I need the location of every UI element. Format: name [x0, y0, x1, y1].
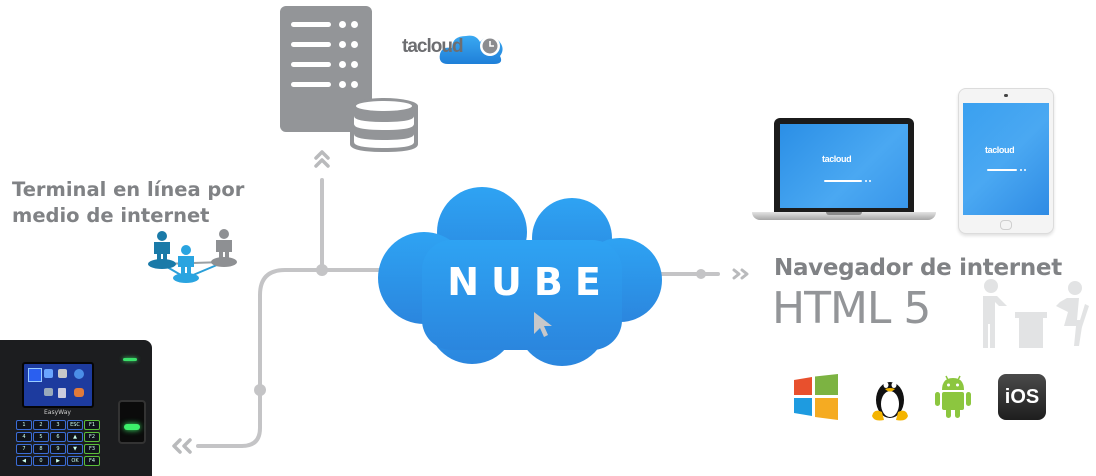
keypad-key: 4 — [16, 432, 32, 442]
chevron-up-icon — [314, 150, 330, 160]
people-network-icon — [148, 229, 237, 283]
keypad-key: 0 — [33, 456, 49, 466]
keypad-key: 6 — [50, 432, 66, 442]
chevron-left-icon — [172, 438, 182, 454]
terminal-brand: EasyWay — [44, 409, 71, 416]
logo-text: tacloud — [402, 36, 464, 57]
keypad-key: 5 — [33, 432, 49, 442]
loading-dot — [1020, 169, 1022, 171]
terminal-screen — [22, 362, 94, 408]
keypad-key: 7 — [16, 444, 32, 454]
connector-terminal — [196, 268, 402, 448]
keypad-key: F3 — [84, 444, 100, 454]
ios-icon: iOS — [998, 374, 1046, 420]
loading-dot — [1024, 169, 1026, 171]
chevron-right-icon — [732, 268, 741, 280]
cloud-label: NUBE — [447, 260, 613, 304]
tablet-screen-logo: tacloud — [985, 145, 1015, 155]
keypad-key: ▲ — [67, 432, 83, 442]
keypad-key: ▶ — [50, 456, 66, 466]
status-led — [123, 358, 137, 361]
keypad-key: 9 — [50, 444, 66, 454]
keypad-key: ▼ — [67, 444, 83, 454]
terminal-title: Terminal en línea por medio de internet — [12, 177, 262, 229]
windows-icon — [794, 374, 838, 420]
cloud-node: NUBE — [372, 180, 672, 380]
laptop-screen: tacloud — [780, 124, 908, 208]
junction-dot — [316, 264, 328, 276]
terminal-title-line2: medio de internet — [12, 204, 210, 227]
junction-dot — [254, 384, 266, 396]
android-icon — [935, 375, 971, 418]
tablet-device: tacloud — [958, 88, 1054, 234]
loading-bar — [824, 180, 862, 182]
laptop-screen-logo: tacloud — [822, 154, 852, 164]
keypad-key: OK — [67, 456, 83, 466]
loading-dot — [865, 180, 867, 182]
linux-tux-icon — [872, 382, 908, 421]
keypad-key: ESC — [67, 420, 83, 430]
html5-label: HTML 5 — [772, 283, 931, 334]
keypad-key: F2 — [84, 432, 100, 442]
browser-title: Navegador de internet — [774, 255, 1062, 281]
cloud-shape — [378, 187, 662, 366]
keypad-key: F1 — [84, 420, 100, 430]
keypad-key: 3 — [50, 420, 66, 430]
mouse-cursor-icon — [534, 312, 552, 337]
chevron-right-icon — [740, 268, 749, 280]
loading-bar — [987, 169, 1017, 171]
keypad-key: 1 — [16, 420, 32, 430]
home-button — [1000, 220, 1012, 230]
tacloud-logo: tacloud — [402, 28, 506, 68]
laptop-device: tacloud — [752, 118, 936, 224]
keypad-key: 8 — [33, 444, 49, 454]
fingerprint-reader — [118, 400, 146, 444]
keypad-key: 2 — [33, 420, 49, 430]
keypad-key: ◀ — [16, 456, 32, 466]
keypad-key: F4 — [84, 456, 100, 466]
tablet-screen: tacloud — [963, 103, 1049, 215]
loading-dot — [869, 180, 871, 182]
cloud-logo-icon — [439, 35, 503, 64]
junction-dot — [696, 269, 706, 279]
chevron-up-icon — [314, 158, 330, 168]
database-icon — [350, 98, 418, 152]
chevron-left-icon — [182, 438, 192, 454]
terminal-title-line1: Terminal en línea por — [12, 178, 245, 201]
people-at-desk-icon — [983, 279, 1089, 348]
